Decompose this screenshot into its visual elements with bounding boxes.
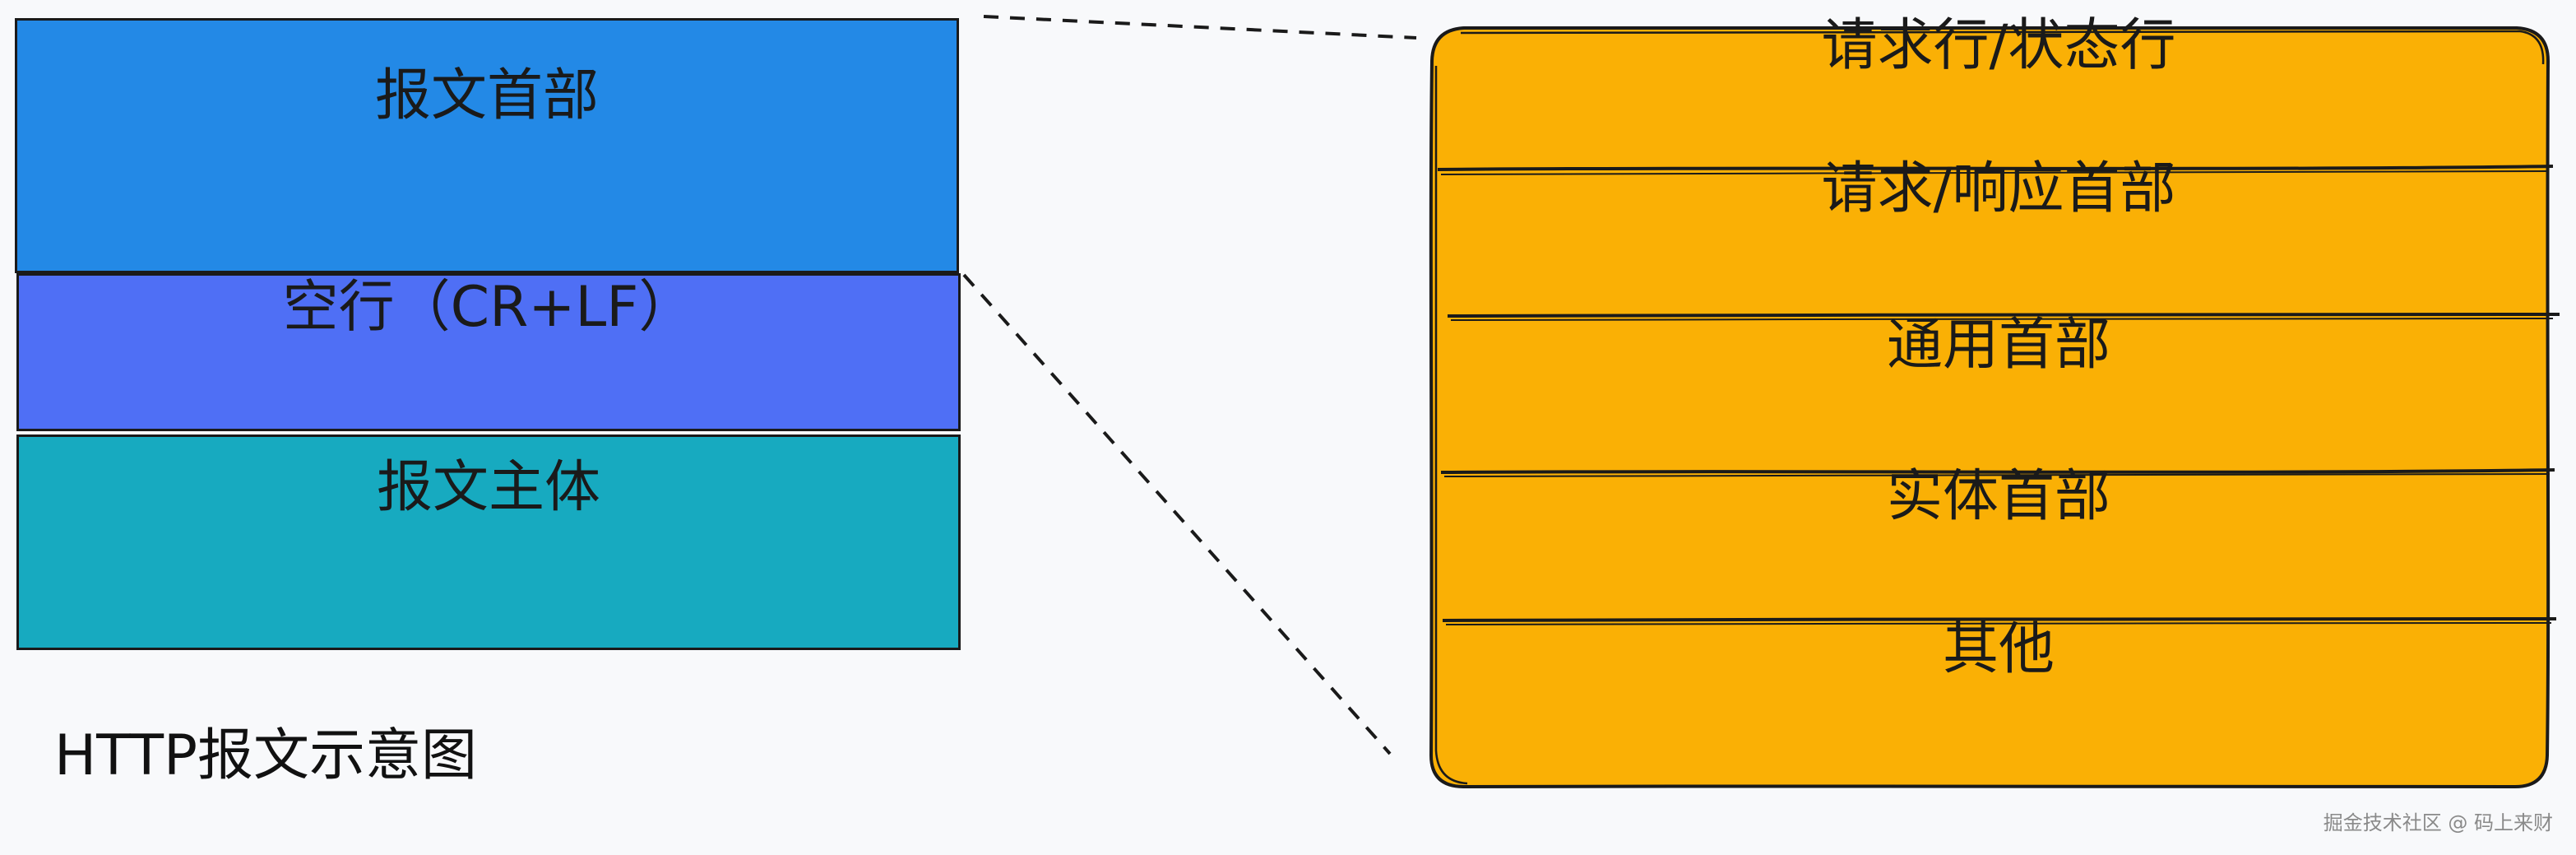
detail-row-request-status-line: 请求行/状态行 xyxy=(1821,13,2176,78)
detail-row-general-header: 通用首部 xyxy=(1886,313,2110,378)
message-body-block: 报文主体 xyxy=(16,434,961,650)
header-detail-box xyxy=(1429,25,2551,789)
separator-line xyxy=(1440,170,2549,175)
separator-line xyxy=(1447,313,2560,318)
detail-row-other: 其他 xyxy=(1942,617,2055,682)
diagram-caption: HTTP报文示意图 xyxy=(54,723,478,788)
blank-line-label: 空行（CR+LF） xyxy=(282,275,695,340)
blank-line-block: 空行（CR+LF） xyxy=(16,273,961,431)
row-separators xyxy=(1437,165,2560,625)
header-detail-box-sketch-stroke xyxy=(1434,30,2545,785)
separator-line xyxy=(1442,617,2557,622)
detail-row-entity-header: 实体首部 xyxy=(1886,464,2110,529)
message-body-label: 报文主体 xyxy=(376,455,600,520)
separator-line xyxy=(1443,473,2551,477)
connector-bottom-dashed xyxy=(962,273,1392,755)
separator-line xyxy=(1437,165,2554,171)
connector-top-dashed xyxy=(983,15,1417,39)
message-header-label: 报文首部 xyxy=(374,63,599,128)
detail-row-request-response-header: 请求/响应首部 xyxy=(1821,156,2176,221)
separator-line xyxy=(1445,622,2552,625)
message-header-block: 报文首部 xyxy=(15,18,959,273)
separator-line xyxy=(1440,468,2555,474)
separator-line xyxy=(1450,318,2554,321)
watermark: 掘金技术社区 @ 码上来财 xyxy=(2323,811,2553,834)
